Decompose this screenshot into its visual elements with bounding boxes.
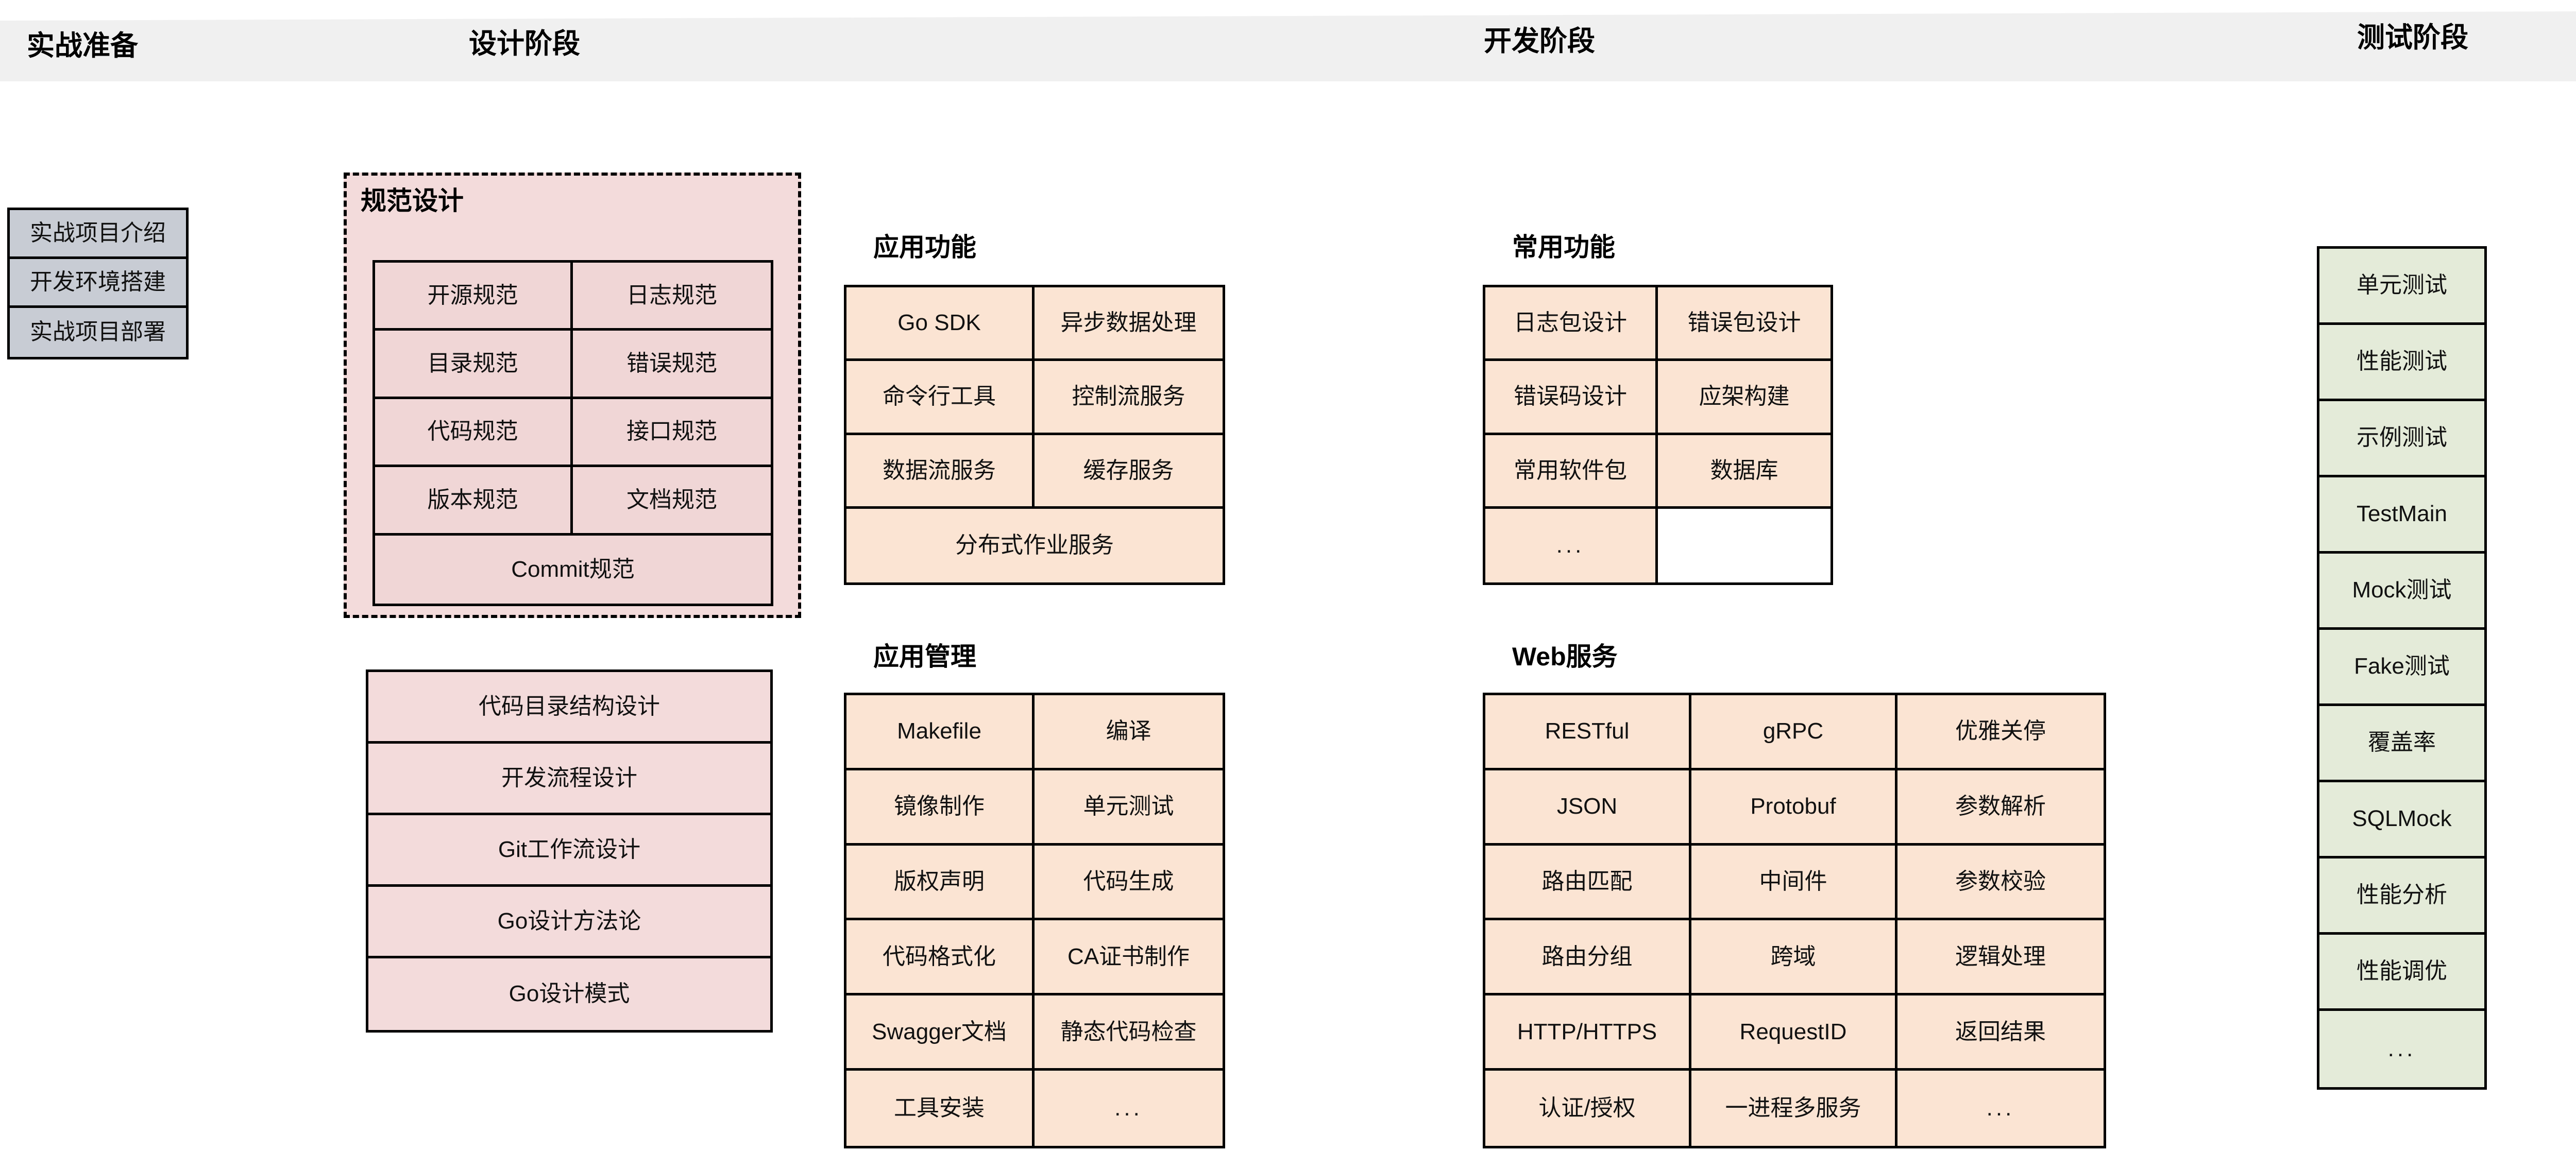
app-function-item[interactable]: 分布式作业服务 [846, 508, 1223, 582]
spec-item[interactable]: 开源规范 [375, 263, 573, 331]
app-manage-grid: Makefile 编译 镜像制作 单元测试 版权声明 代码生成 代码格式化 CA… [844, 693, 1225, 1148]
design-list-item[interactable]: 代码目录结构设计 [368, 672, 770, 744]
app-manage-item[interactable]: CA证书制作 [1035, 920, 1223, 996]
test-item[interactable]: 性能测试 [2319, 325, 2484, 401]
spec-design-grid: 开源规范 日志规范 目录规范 错误规范 代码规范 接口规范 版本规范 文档规范 … [372, 260, 773, 606]
common-function-item[interactable]: 错误包设计 [1658, 287, 1831, 362]
app-function-title: 应用功能 [873, 233, 976, 262]
test-item[interactable]: Mock测试 [2319, 554, 2484, 630]
web-service-item[interactable]: 参数校验 [1897, 845, 2104, 921]
design-list-group: 代码目录结构设计 开发流程设计 Git工作流设计 Go设计方法论 Go设计模式 [366, 669, 773, 1033]
spec-item[interactable]: 日志规范 [573, 263, 771, 331]
web-service-item[interactable]: 一进程多服务 [1691, 1071, 1897, 1146]
app-function-item[interactable]: Go SDK [846, 287, 1035, 362]
app-manage-item[interactable]: 编译 [1035, 695, 1223, 770]
stage-label-design: 设计阶段 [469, 28, 580, 59]
web-service-item[interactable]: 路由匹配 [1485, 845, 1691, 921]
app-manage-item[interactable]: ... [1035, 1071, 1223, 1146]
test-item[interactable]: SQLMock [2319, 782, 2484, 858]
app-function-item[interactable]: 控制流服务 [1035, 361, 1223, 435]
design-list-item[interactable]: Go设计方法论 [368, 887, 770, 958]
prep-item[interactable]: 实战项目部署 [10, 308, 186, 357]
web-service-item[interactable]: 逻辑处理 [1897, 920, 2104, 996]
web-service-item[interactable]: Protobuf [1691, 770, 1897, 846]
test-item[interactable]: ... [2319, 1011, 2484, 1087]
app-manage-title: 应用管理 [873, 642, 976, 671]
app-manage-item[interactable]: 镜像制作 [846, 770, 1035, 846]
test-item[interactable]: TestMain [2319, 477, 2484, 554]
web-service-title: Web服务 [1512, 642, 1618, 671]
stage-label-prep: 实战准备 [27, 30, 138, 61]
web-service-item[interactable]: 返回结果 [1897, 995, 2104, 1071]
app-function-grid: Go SDK 异步数据处理 命令行工具 控制流服务 数据流服务 缓存服务 分布式… [844, 285, 1225, 585]
app-function-item[interactable]: 命令行工具 [846, 361, 1035, 435]
spec-item[interactable]: 版本规范 [375, 467, 573, 536]
app-function-item[interactable]: 数据流服务 [846, 435, 1035, 509]
app-manage-item[interactable]: 工具安装 [846, 1071, 1035, 1146]
common-function-item[interactable]: 错误码设计 [1485, 361, 1658, 435]
app-function-item[interactable]: 缓存服务 [1035, 435, 1223, 509]
stage-banner: 实战准备 设计阶段 开发阶段 测试阶段 部署阶段 Tips [0, 9, 2576, 81]
spec-item[interactable]: 代码规范 [375, 399, 573, 468]
spec-item[interactable]: Commit规范 [375, 535, 771, 604]
spec-item[interactable]: 接口规范 [573, 399, 771, 468]
design-list-item[interactable]: 开发流程设计 [368, 744, 770, 815]
web-service-item[interactable]: 认证/授权 [1485, 1071, 1691, 1146]
app-function-item[interactable]: 异步数据处理 [1035, 287, 1223, 362]
spec-item[interactable]: 错误规范 [573, 331, 771, 399]
app-manage-item[interactable]: 单元测试 [1035, 770, 1223, 846]
common-function-item[interactable]: 应架构建 [1658, 361, 1831, 435]
app-manage-item[interactable]: 代码生成 [1035, 845, 1223, 921]
common-function-item[interactable]: 数据库 [1658, 435, 1831, 509]
test-item[interactable]: Fake测试 [2319, 630, 2484, 706]
web-service-item[interactable]: RequestID [1691, 995, 1897, 1071]
web-service-item[interactable]: 路由分组 [1485, 920, 1691, 996]
test-item[interactable]: 覆盖率 [2319, 706, 2484, 782]
web-service-item[interactable]: RESTful [1485, 695, 1691, 770]
test-item[interactable]: 单元测试 [2319, 249, 2484, 325]
design-list-item[interactable]: Git工作流设计 [368, 815, 770, 887]
test-item[interactable]: 性能调优 [2319, 935, 2484, 1011]
prep-item[interactable]: 实战项目介绍 [10, 210, 186, 259]
web-service-item[interactable]: JSON [1485, 770, 1691, 846]
test-item[interactable]: 性能分析 [2319, 858, 2484, 935]
web-service-item[interactable]: 跨域 [1691, 920, 1897, 996]
web-service-grid: RESTful gRPC 优雅关停 JSON Protobuf 参数解析 路由匹… [1483, 693, 2106, 1148]
app-manage-item[interactable]: 版权声明 [846, 845, 1035, 921]
spec-design-title: 规范设计 [361, 186, 464, 215]
stage-label-test: 测试阶段 [2357, 22, 2468, 53]
app-manage-item[interactable]: 静态代码检查 [1035, 995, 1223, 1071]
web-service-item[interactable]: 参数解析 [1897, 770, 2104, 846]
app-manage-item[interactable]: Makefile [846, 695, 1035, 770]
prep-group: 实战项目介绍 开发环境搭建 实战项目部署 [7, 208, 189, 359]
common-function-grid: 日志包设计 错误包设计 错误码设计 应架构建 常用软件包 数据库 ... [1483, 285, 1833, 585]
prep-item[interactable]: 开发环境搭建 [10, 259, 186, 308]
app-manage-item[interactable]: 代码格式化 [846, 920, 1035, 996]
spec-item[interactable]: 文档规范 [573, 467, 771, 536]
stage-label-dev: 开发阶段 [1484, 26, 1595, 57]
common-function-item[interactable]: 常用软件包 [1485, 435, 1658, 509]
web-service-item[interactable]: 优雅关停 [1897, 695, 2104, 770]
test-item[interactable]: 示例测试 [2319, 401, 2484, 477]
design-list-item[interactable]: Go设计模式 [368, 958, 770, 1030]
app-manage-item[interactable]: Swagger文档 [846, 995, 1035, 1071]
web-service-item[interactable]: gRPC [1691, 695, 1897, 770]
web-service-item[interactable]: 中间件 [1691, 845, 1897, 921]
web-service-item[interactable]: HTTP/HTTPS [1485, 995, 1691, 1071]
banner-arrow-shape [0, 11, 2576, 81]
common-function-item[interactable]: ... [1485, 508, 1658, 582]
common-function-spacer [1658, 509, 1831, 582]
common-function-item[interactable]: 日志包设计 [1485, 287, 1658, 362]
spec-item[interactable]: 目录规范 [375, 331, 573, 399]
common-function-title: 常用功能 [1512, 233, 1615, 262]
web-service-item[interactable]: ... [1897, 1071, 2104, 1146]
test-group: 单元测试 性能测试 示例测试 TestMain Mock测试 Fake测试 覆盖… [2317, 246, 2487, 1090]
